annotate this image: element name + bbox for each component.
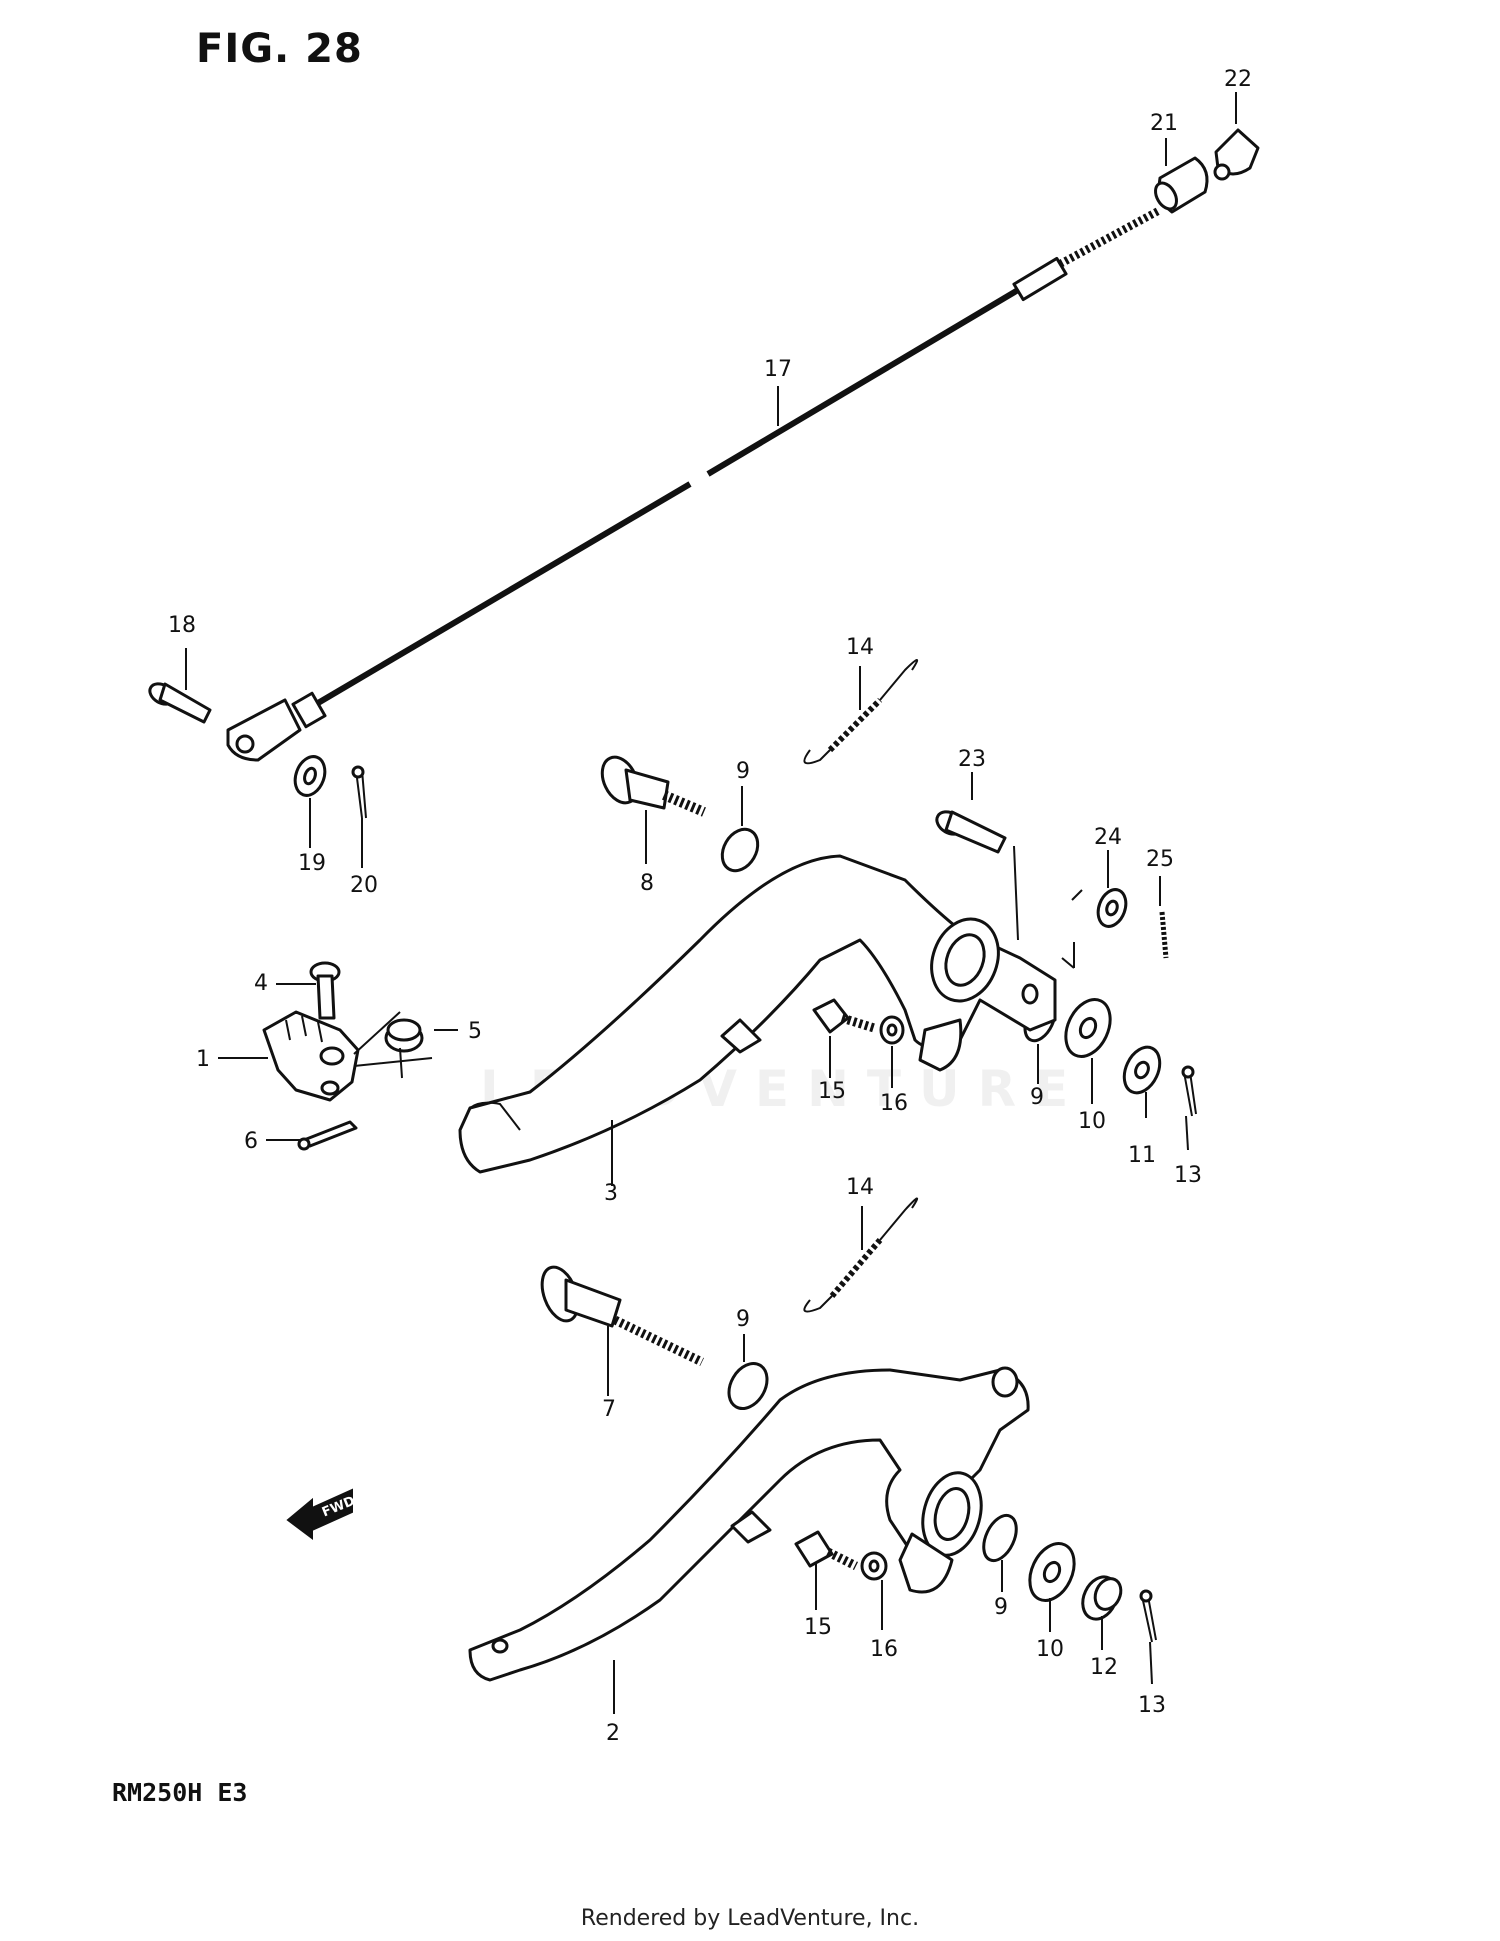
cable-joint	[1213, 128, 1260, 181]
leader-lines	[185, 92, 1237, 1714]
clevis-pin	[148, 682, 212, 724]
bolt-15b	[794, 1530, 859, 1571]
callout-16-b: 16	[870, 1637, 898, 1662]
o-ring-9c	[727, 1362, 769, 1410]
footrest-1	[262, 1010, 360, 1102]
spring-5	[353, 1011, 433, 1079]
forward-direction-arrow: FWD	[286, 1488, 357, 1540]
callout-18: 18	[168, 613, 196, 638]
cotter-pin-13b	[1139, 1589, 1157, 1643]
callout-16-a: 16	[880, 1091, 908, 1116]
callout-9-b: 9	[1030, 1085, 1044, 1110]
callout-10-b: 10	[1036, 1637, 1064, 1662]
return-spring-upper	[803, 659, 919, 765]
washer-10a	[1064, 998, 1112, 1058]
washer-10b	[1028, 1542, 1076, 1602]
o-ring-9d	[982, 1513, 1018, 1563]
footer-credit: Rendered by LeadVenture, Inc.	[580, 1906, 920, 1931]
callout-3: 3	[604, 1181, 618, 1206]
pin-23	[935, 810, 1007, 854]
callout-9-a: 9	[736, 759, 750, 784]
callout-1: 1	[196, 1047, 210, 1072]
callout-23: 23	[958, 747, 986, 772]
brake-cable	[316, 206, 1162, 706]
callout-14-b: 14	[846, 1175, 874, 1200]
callout-17: 17	[764, 357, 792, 382]
return-spring-lower	[803, 1197, 919, 1313]
callout-13-a: 13	[1174, 1163, 1202, 1188]
callout-21: 21	[1150, 111, 1178, 136]
nut-16a	[879, 1015, 905, 1045]
cable-adjuster-nut	[1154, 156, 1209, 214]
pivot-shaft-7	[540, 1265, 704, 1367]
callout-5: 5	[468, 1019, 482, 1044]
callout-2: 2	[606, 1721, 620, 1746]
callout-4: 4	[254, 971, 268, 996]
callout-14-a: 14	[846, 635, 874, 660]
callout-9-d: 9	[994, 1595, 1008, 1620]
model-label: RM250H E3	[112, 1778, 248, 1807]
callout-9-c: 9	[736, 1307, 750, 1332]
cable-clevis	[226, 691, 327, 762]
callout-11: 11	[1128, 1143, 1156, 1168]
pin-4	[309, 961, 341, 1020]
bolt-15a	[812, 998, 876, 1034]
cotter-pin-20	[351, 765, 367, 819]
brake-pedal-2	[468, 1366, 1030, 1682]
pivot-shaft-8	[600, 755, 706, 817]
washer-19	[293, 755, 327, 797]
washer-11	[1122, 1045, 1162, 1095]
washer-24	[1096, 888, 1128, 928]
callout-25: 25	[1146, 847, 1174, 872]
nut-12	[1081, 1575, 1123, 1621]
cotter-pin-13a	[1181, 1065, 1197, 1117]
callout-6: 6	[244, 1129, 258, 1154]
callout-10-a: 10	[1078, 1109, 1106, 1134]
cotter-pin-6	[297, 1120, 358, 1151]
callout-15-a: 15	[818, 1079, 846, 1104]
callout-20: 20	[350, 873, 378, 898]
figure-title: FIG. 28	[196, 26, 363, 72]
callout-labels: 1 2 3 4 5 6 7 8 9 9 9 9 10 10 11 12 13 1…	[168, 67, 1252, 1746]
callout-7: 7	[602, 1397, 616, 1422]
callout-22: 22	[1224, 67, 1252, 92]
callout-13-b: 13	[1138, 1693, 1166, 1718]
brake-pedal-3	[458, 854, 1057, 1174]
callout-19: 19	[298, 851, 326, 876]
o-ring-9a	[720, 827, 760, 873]
cotter-pin-25	[1159, 911, 1169, 959]
callout-12: 12	[1090, 1655, 1118, 1680]
callout-8: 8	[640, 871, 654, 896]
callout-15-b: 15	[804, 1615, 832, 1640]
callout-24: 24	[1094, 825, 1122, 850]
nut-16b	[860, 1551, 888, 1581]
